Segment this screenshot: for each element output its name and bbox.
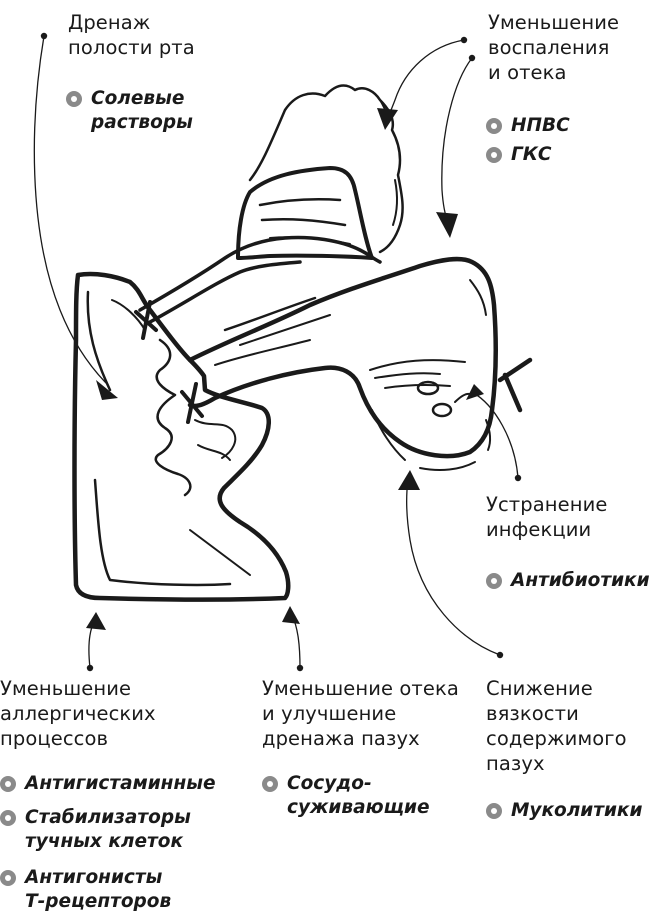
block-mark (500, 360, 530, 410)
arrowhead (282, 606, 300, 624)
bullet-icon (262, 776, 278, 792)
bullet-icon (486, 803, 502, 819)
arrowhead (466, 384, 484, 400)
leader-dot (497, 652, 503, 658)
leader-inflammation-a (388, 40, 464, 118)
turbinate-squiggle (156, 340, 191, 495)
drug-antibiotics: Антибиотики (486, 569, 650, 593)
nasal-passage (140, 238, 380, 311)
drug-gcs: ГКС (486, 143, 552, 167)
drug-mucolytics: Муколитики (486, 799, 642, 823)
drug-saline: Солевые растворы (66, 87, 193, 135)
arrowhead (86, 612, 106, 630)
bullet-icon (66, 91, 82, 107)
block-mark (182, 384, 202, 422)
goal-edema: Уменьшение отека и улучшение дренажа паз… (262, 676, 459, 751)
leader-dot (469, 55, 475, 61)
goal-inflammation: Уменьшение воспаления и отека (488, 10, 619, 85)
leader-infection (472, 392, 518, 478)
arrowhead (436, 212, 458, 238)
drug-t-receptor-antagonists: Антигонисты Т-рецепторов (0, 866, 171, 914)
goal-viscosity: Снижение вязкости содержимого пазух (486, 676, 627, 776)
goal-drainage: Дренаж полости рта (68, 10, 195, 60)
drug-nsaid: НПВС (486, 114, 570, 138)
leader-dot (41, 33, 47, 39)
maxillary-outline (75, 274, 289, 600)
drug-vasoconstrictors: Сосудо- суживающие (262, 772, 430, 820)
arrowhead (377, 108, 398, 130)
drug-antihistamines: Антигистаминные (0, 772, 216, 796)
goal-allergy: Уменьшение аллергических процессов (0, 676, 156, 751)
leader-dot (461, 37, 467, 43)
bullet-icon (0, 870, 16, 886)
bullet-icon (486, 573, 502, 589)
bullet-icon (486, 118, 502, 134)
bullet-icon (486, 147, 502, 163)
lateral-sinus-outline (190, 259, 496, 456)
goal-infection: Устранение инфекции (486, 492, 607, 542)
bullet-icon (0, 810, 16, 826)
leader-dot (297, 665, 303, 671)
arrowhead (398, 470, 420, 490)
leader-dot (87, 665, 93, 671)
secretion-blob (418, 382, 438, 394)
leader-inflammation-b (442, 58, 472, 222)
bullet-icon (0, 776, 16, 792)
drug-mast-cell-stabilizers: Стабилизаторы тучных клеток (0, 806, 191, 854)
leader-dot (515, 475, 521, 481)
secretion-blob (433, 404, 451, 416)
